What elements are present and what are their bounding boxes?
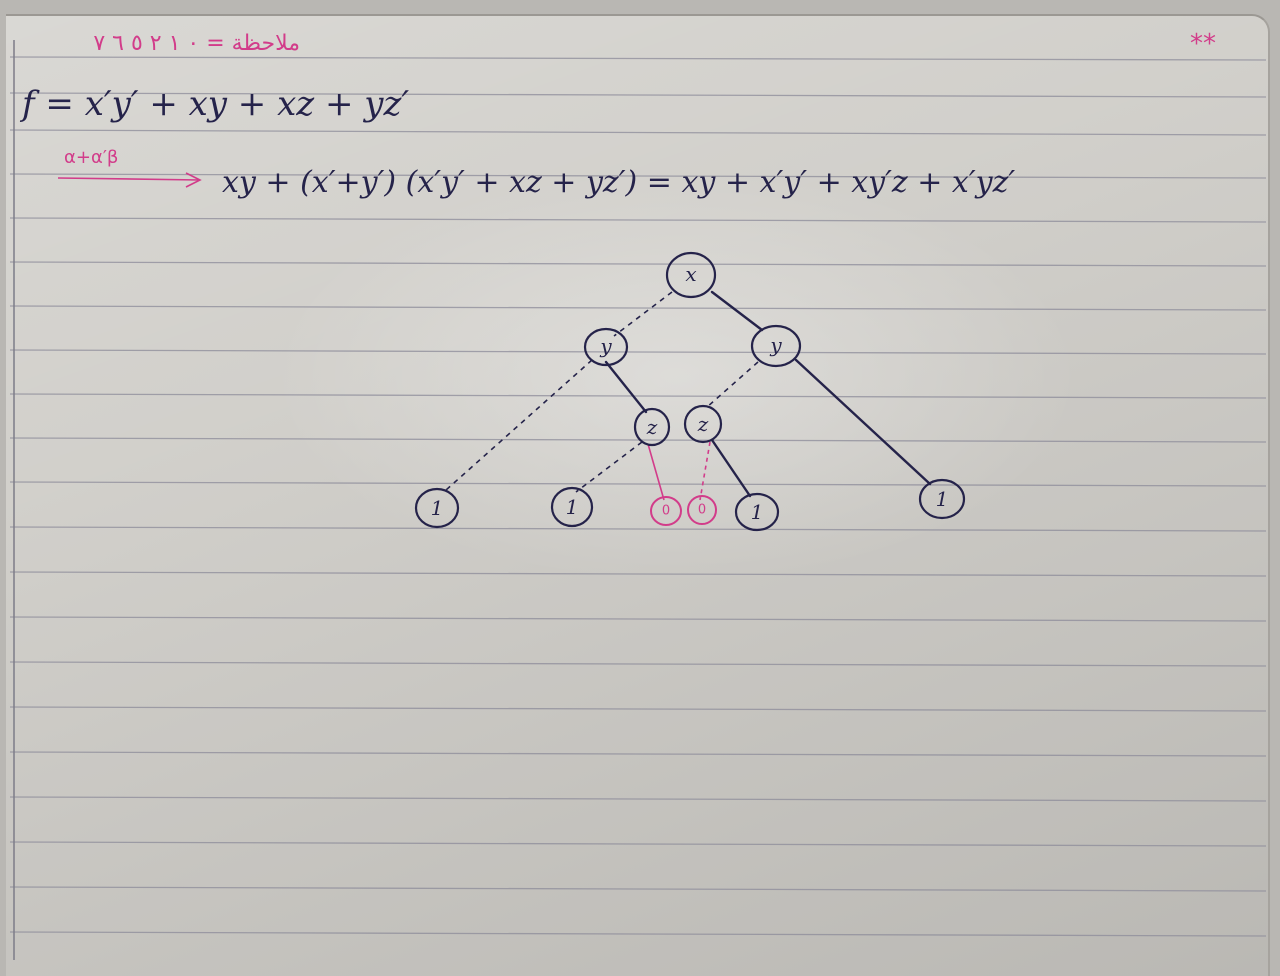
svg-text:z: z (646, 415, 658, 439)
tree-node-left-y: y (583, 327, 629, 367)
tree-node-left-z: z (633, 407, 671, 447)
edge-right-z-to-leaf4 (699, 441, 711, 501)
equation-function-f: f = x′y′ + xy + xz + yz′ (19, 84, 409, 124)
edge-right-y-to-right-z (705, 361, 759, 409)
tree-leaf-4: 0 (687, 495, 717, 525)
arrow-label: α+α′β (64, 147, 118, 168)
edge-left-y-to-left-z (604, 360, 648, 414)
header-note: ملاحظة = ٠ ١ ٢ ٥ ٦ ٧ (93, 31, 300, 56)
ruled-lines (9, 56, 1267, 937)
tree-leaf-6: 1 (918, 478, 966, 520)
tree-leaf-5: 1 (734, 492, 780, 532)
svg-text:1: 1 (751, 500, 764, 524)
svg-text:1: 1 (431, 496, 444, 520)
tree-leaf-2: 1 (550, 486, 594, 528)
stars-mark: ** (1190, 29, 1216, 59)
svg-text:y: y (599, 334, 612, 358)
tree-leaf-3: 0 (650, 496, 682, 526)
pink-arrow-icon (57, 172, 202, 188)
edge-right-z-to-leaf5 (710, 438, 752, 498)
svg-text:0: 0 (698, 503, 706, 518)
svg-text:0: 0 (662, 504, 670, 519)
edge-x-to-left-y (613, 291, 673, 337)
svg-text:z: z (697, 412, 709, 436)
edge-left-z-to-leaf2 (575, 441, 643, 493)
svg-text:1: 1 (936, 487, 949, 511)
svg-text:x: x (685, 262, 696, 286)
edge-x-to-right-y (710, 290, 764, 332)
tree-edges (445, 290, 932, 501)
edge-left-y-to-leaf1 (445, 359, 593, 491)
edge-right-y-to-leaf6 (794, 358, 932, 486)
svg-text:y: y (769, 333, 782, 357)
svg-text:1: 1 (566, 495, 579, 519)
tree-node-root: x (665, 251, 717, 299)
tree-node-right-z: z (683, 404, 723, 444)
tree-node-right-y: y (750, 324, 802, 368)
edge-left-z-to-leaf3 (647, 443, 665, 501)
tree-leaf-1: 1 (414, 487, 460, 529)
equation-expansion: xy + (x′+y′) (x′y′ + xz + yz′) = xy + x′… (222, 165, 1015, 200)
